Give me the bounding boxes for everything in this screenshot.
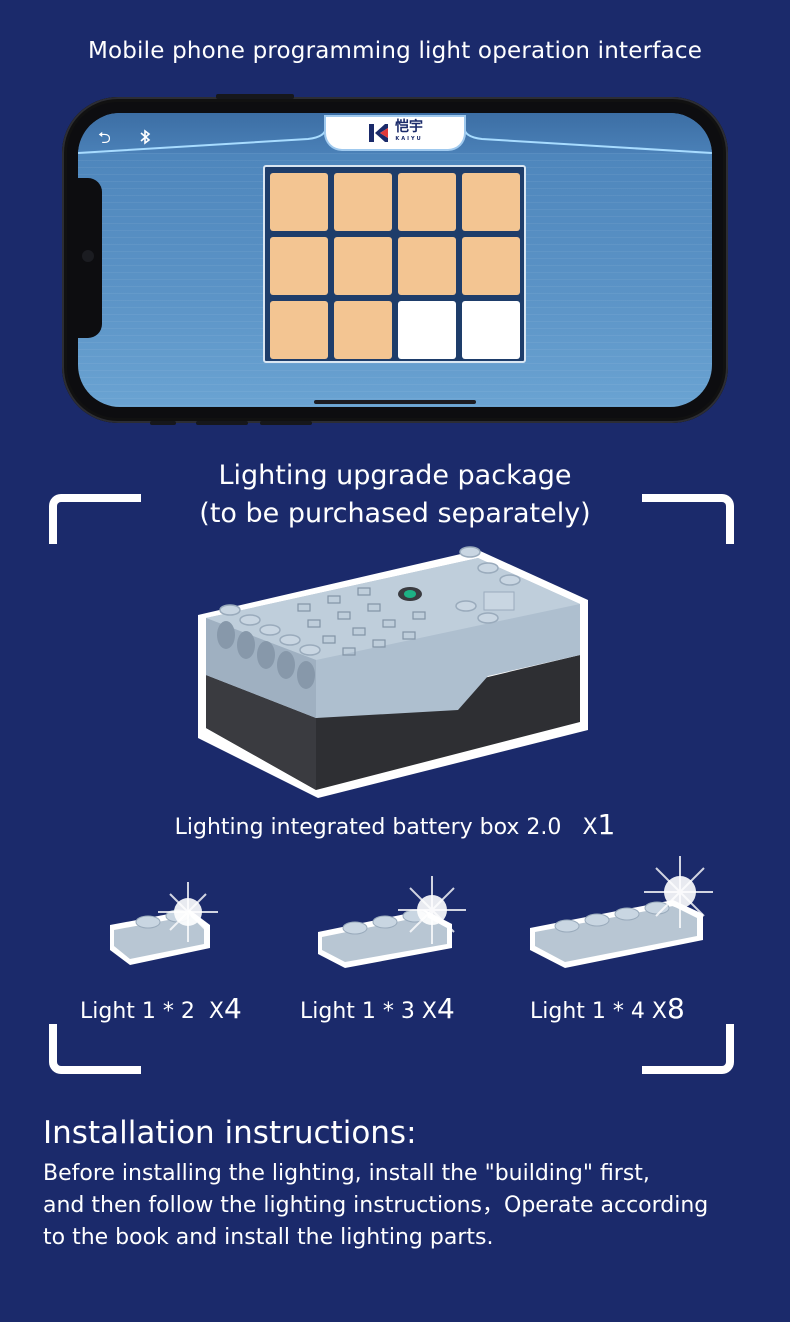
page-header-title: Mobile phone programming light operation… <box>87 38 703 64</box>
phone-side-button <box>260 421 312 425</box>
package-title: Lighting upgrade package (to be purchase… <box>199 460 591 529</box>
instructions-title: Installation instructions: <box>43 1115 417 1151</box>
home-indicator <box>314 400 476 404</box>
bluetooth-icon[interactable] <box>138 129 152 145</box>
light-1x4-image <box>530 856 713 968</box>
light-cell-10[interactable] <box>334 301 392 359</box>
kaiyu-logo-icon <box>369 124 388 142</box>
light-caption: Light 1 * 3 X4 <box>300 992 455 1025</box>
light-cell-3[interactable] <box>398 173 456 231</box>
camera-icon <box>82 250 94 262</box>
frame-corner <box>49 494 141 544</box>
instructions-body: Before installing the lighting, install … <box>43 1158 763 1254</box>
light-cell-7[interactable] <box>398 237 456 295</box>
light-cell-1[interactable] <box>270 173 328 231</box>
logo-wordmark: 恺宇 KAIYU <box>395 119 423 142</box>
phone-side-button <box>196 421 248 425</box>
app-logo: 恺宇 KAIYU <box>326 117 464 149</box>
instructions-line: Before installing the lighting, install … <box>43 1161 650 1186</box>
back-arrow-icon[interactable]: ⮌ <box>98 128 111 147</box>
frame-corner <box>642 1024 734 1074</box>
battery-qty: 1 <box>597 808 616 841</box>
frame-corner <box>642 494 734 544</box>
light-cell-2[interactable] <box>334 173 392 231</box>
light-1x3-image <box>318 876 466 968</box>
battery-box-caption: Lighting integrated battery box 2.0 X1 <box>0 808 790 841</box>
light-caption: Light 1 * 2 X4 <box>80 992 242 1025</box>
instructions-line: to the book and install the lighting par… <box>43 1225 494 1250</box>
light-cell-8[interactable] <box>462 237 520 295</box>
light-1x2-image <box>110 882 218 965</box>
phone-side-button <box>216 94 294 99</box>
battery-qty-prefix: X <box>582 815 598 840</box>
light-cell-11[interactable] <box>398 301 456 359</box>
light-caption: Light 1 * 4 X8 <box>530 992 685 1025</box>
light-cell-9[interactable] <box>270 301 328 359</box>
phone-side-button <box>150 421 176 425</box>
light-cell-12[interactable] <box>462 301 520 359</box>
light-cell-5[interactable] <box>270 237 328 295</box>
frame-corner <box>49 1024 141 1074</box>
light-cell-6[interactable] <box>334 237 392 295</box>
battery-box-image <box>198 546 588 798</box>
light-grid-panel <box>263 165 526 363</box>
instructions-line: and then follow the lighting instruction… <box>43 1193 709 1218</box>
battery-label: Lighting integrated battery box 2.0 <box>174 815 562 840</box>
light-cell-4[interactable] <box>462 173 520 231</box>
